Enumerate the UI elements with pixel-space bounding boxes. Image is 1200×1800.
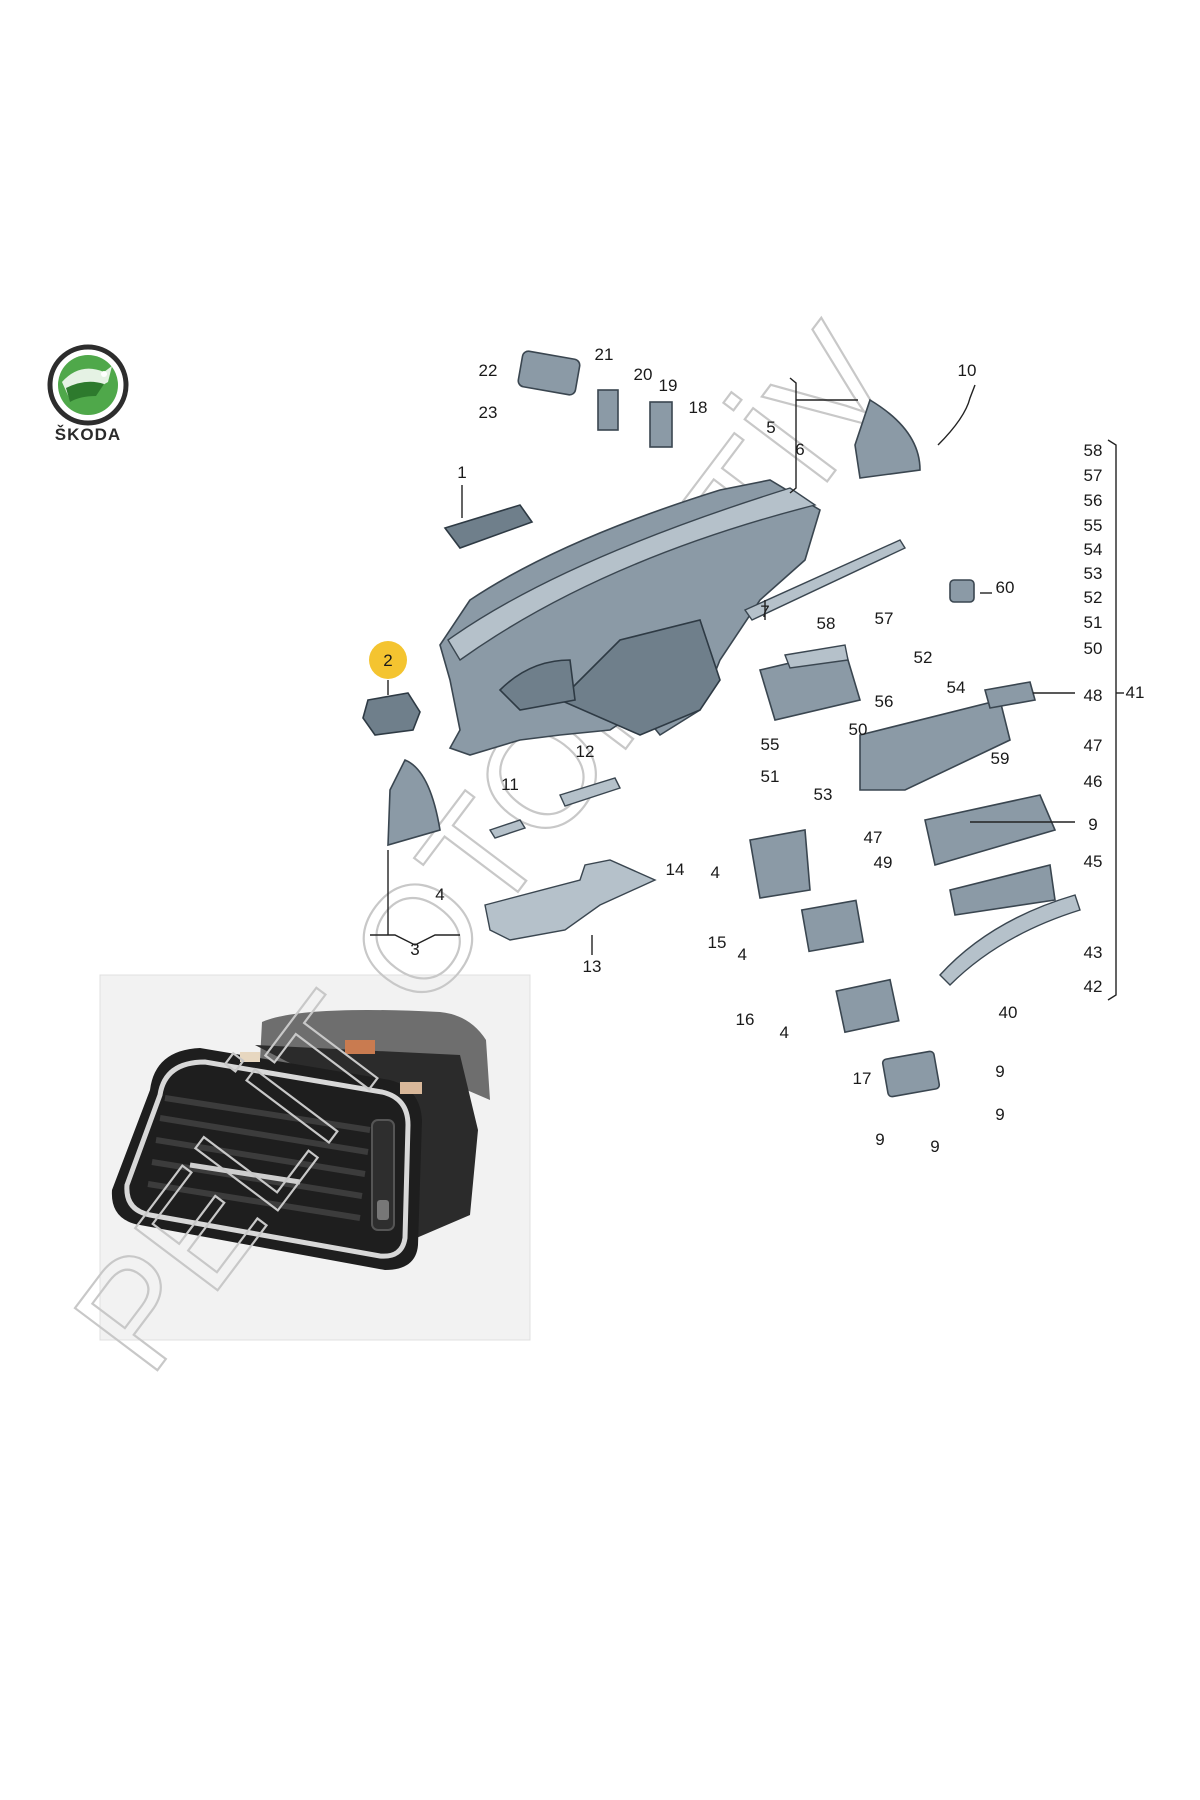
callout-47-b: 47 <box>864 828 883 847</box>
part-center-bracket <box>859 699 1011 791</box>
callout-16: 16 <box>736 1010 755 1029</box>
callout-9-a: 9 <box>1088 815 1097 834</box>
part-glove-box <box>924 794 1057 867</box>
callout-52-b: 52 <box>914 648 933 667</box>
callout-57-b: 57 <box>875 609 894 628</box>
callout-1: 1 <box>457 463 466 482</box>
part-trim <box>939 894 1081 986</box>
air-vent-photo <box>99 974 531 1341</box>
callout-48: 48 <box>1084 686 1103 705</box>
callout-3: 3 <box>410 940 419 959</box>
callout-55-a: 55 <box>1084 516 1103 535</box>
callout-54-a: 54 <box>1084 540 1103 559</box>
brand-name: ŠKODA <box>55 425 121 444</box>
highlight-marker <box>369 641 407 679</box>
part-side-cover <box>387 758 441 847</box>
callout-23: 23 <box>479 403 498 422</box>
callout-14: 14 <box>666 860 685 879</box>
callout-21: 21 <box>595 345 614 364</box>
callout-20: 20 <box>634 365 653 384</box>
callout-58-a: 58 <box>1084 441 1103 460</box>
callout-9-b: 9 <box>995 1062 1004 1081</box>
part-side-vent <box>362 692 421 736</box>
callout-4-c: 4 <box>738 945 747 964</box>
callout-40: 40 <box>999 1003 1018 1022</box>
part-right-cover <box>854 398 921 479</box>
callout-53-a: 53 <box>1084 564 1103 583</box>
callout-56-b: 56 <box>875 692 894 711</box>
part-16-panel <box>835 978 900 1034</box>
part-15-panel <box>800 899 865 953</box>
callout-58-b: 58 <box>817 614 836 633</box>
callout-9-c: 9 <box>995 1105 1004 1124</box>
callout-4-b: 4 <box>711 863 720 882</box>
callout-15: 15 <box>708 933 727 952</box>
callout-5: 5 <box>766 418 775 437</box>
callout-17: 17 <box>853 1069 872 1088</box>
callout-59: 59 <box>991 749 1010 768</box>
callout-55-b: 55 <box>761 735 780 754</box>
part-12-strip <box>559 777 621 807</box>
callout-22: 22 <box>479 361 498 380</box>
callout-4-d: 4 <box>780 1023 789 1042</box>
callout-6: 6 <box>795 440 804 459</box>
part-11-strip <box>488 819 527 839</box>
part-14-frame <box>749 829 811 899</box>
callout-51-b: 51 <box>761 767 780 786</box>
callout-11: 11 <box>501 775 519 794</box>
callout-42: 42 <box>1084 977 1103 996</box>
callout-41: 41 <box>1126 683 1145 702</box>
callout-45: 45 <box>1084 852 1103 871</box>
callout-52-a: 52 <box>1084 588 1103 607</box>
callout-50-a: 50 <box>1084 639 1103 658</box>
part-trim-strip <box>743 539 907 621</box>
part-58-lid <box>784 644 849 669</box>
callout-51-a: 51 <box>1084 613 1103 632</box>
callout-9-e: 9 <box>930 1137 939 1156</box>
part-45 <box>949 864 1056 916</box>
part-48-clip <box>983 681 1037 709</box>
skoda-logo <box>47 344 129 426</box>
callout-19: 19 <box>659 376 678 395</box>
callout-56-a: 56 <box>1084 491 1103 510</box>
callout-54-b: 54 <box>947 678 966 697</box>
callout-4-a: 4 <box>435 885 444 904</box>
callout-50-b: 50 <box>849 720 868 739</box>
callout-43: 43 <box>1084 943 1103 962</box>
callout-46: 46 <box>1084 772 1103 791</box>
callout-2: 2 <box>383 651 392 670</box>
part-handle <box>937 384 976 446</box>
part-21-switch <box>597 389 619 431</box>
callout-9-d: 9 <box>875 1130 884 1149</box>
part-60 <box>949 579 975 603</box>
callout-57-a: 57 <box>1084 466 1103 485</box>
dashboard-panel <box>439 479 821 756</box>
part-13-plate <box>484 859 657 941</box>
callout-10: 10 <box>958 361 977 380</box>
callout-labels: 2 1 3 4 4 4 4 5 6 7 9 9 9 9 9 10 11 12 1… <box>369 345 1144 1156</box>
callout-49: 49 <box>874 853 893 872</box>
callout-12: 12 <box>576 742 595 761</box>
exploded-parts-diagram <box>362 350 1081 1098</box>
callout-53-b: 53 <box>814 785 833 804</box>
part-top-vent <box>443 504 534 549</box>
callout-13: 13 <box>583 957 602 976</box>
part-22-bracket <box>517 350 581 396</box>
callout-18: 18 <box>689 398 708 417</box>
part-19-switch <box>649 401 673 448</box>
callout-47-a: 47 <box>1084 736 1103 755</box>
callout-60: 60 <box>996 578 1015 597</box>
part-17-cover <box>881 1050 941 1098</box>
